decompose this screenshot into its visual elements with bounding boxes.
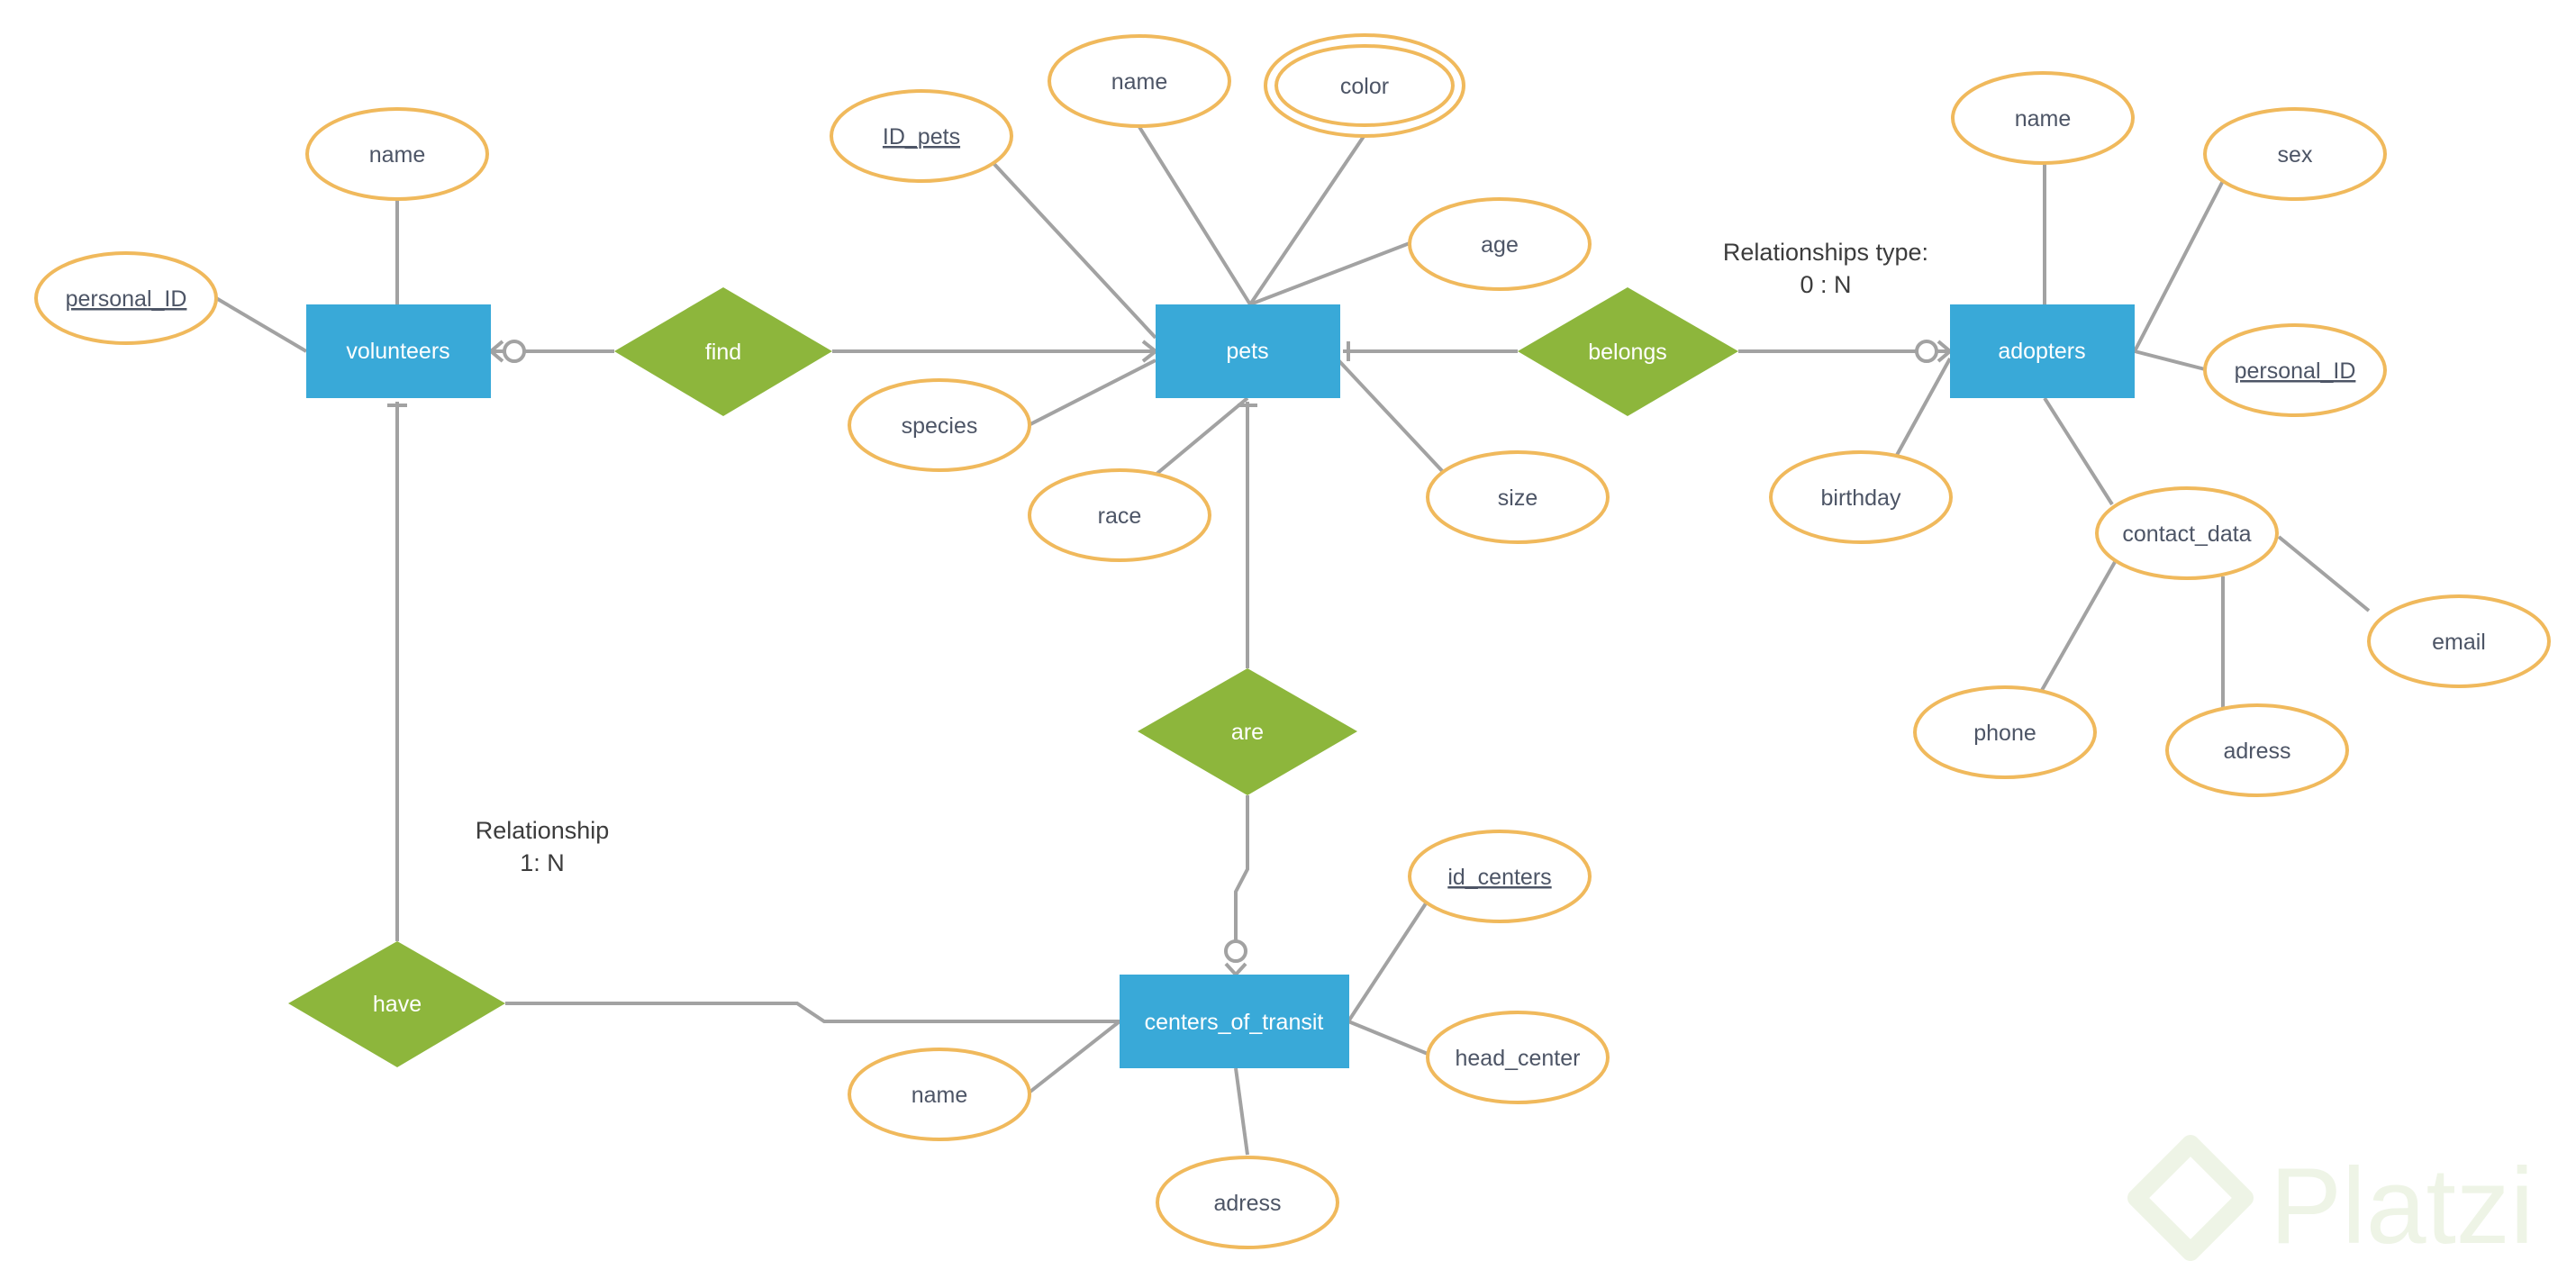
notes: Relationships type: 0 : N Relationship 1… <box>476 239 1928 876</box>
attribute-adopters-phone[interactable]: phone <box>1913 685 2097 779</box>
attribute-volunteers-personal-id[interactable]: personal_ID <box>34 251 218 345</box>
entity-volunteers[interactable]: volunteers <box>306 304 491 398</box>
watermark-text: Platzi <box>2270 1146 2534 1266</box>
note-relationship-title: Relationship <box>476 817 610 844</box>
attribute-volunteers-name-label: name <box>369 142 426 168</box>
attribute-adopters-birthday[interactable]: birthday <box>1769 450 1953 544</box>
attribute-adopters-adress-label: adress <box>2223 739 2290 764</box>
entity-volunteers-label: volunteers <box>346 339 449 364</box>
attribute-pets-id-label: ID_pets <box>883 124 960 150</box>
attribute-adopters-contact-data-label: contact_data <box>2122 522 2251 547</box>
attribute-adopters-birthday-label: birthday <box>1821 485 1901 511</box>
attribute-adopters-personal-id-label: personal_ID <box>2235 358 2356 384</box>
attribute-volunteers-name[interactable]: name <box>305 107 489 201</box>
attribute-volunteers-personal-id-label: personal_ID <box>66 286 187 312</box>
note-relationships-type-value: 0 : N <box>1800 271 1851 298</box>
attribute-adopters-name-label: name <box>2015 106 2072 132</box>
relationship-have[interactable]: have <box>288 941 505 1067</box>
relationship-belongs[interactable]: belongs <box>1518 287 1738 416</box>
entity-adopters[interactable]: adopters <box>1950 304 2135 398</box>
attribute-adopters-email[interactable]: email <box>2367 594 2551 688</box>
attribute-pets-species-label: species <box>902 413 978 439</box>
attribute-centers-name-label: name <box>912 1083 968 1108</box>
attribute-centers-head[interactable]: head_center <box>1426 1011 1610 1104</box>
attribute-pets-id[interactable]: ID_pets <box>830 89 1013 183</box>
attributes: name personal_ID ID_pets name color age … <box>34 33 2551 1249</box>
attribute-pets-age[interactable]: age <box>1408 197 1592 291</box>
attribute-pets-size-label: size <box>1498 485 1537 511</box>
attribute-adopters-email-label: email <box>2432 630 2486 655</box>
attribute-adopters-name[interactable]: name <box>1951 71 2135 165</box>
attribute-adopters-sex-label: sex <box>2278 142 2313 168</box>
attribute-centers-adress[interactable]: adress <box>1156 1156 1339 1249</box>
attribute-adopters-adress[interactable]: adress <box>2165 703 2349 797</box>
crowfoot-zero-many-centers-are <box>1224 939 1247 976</box>
attribute-adopters-phone-label: phone <box>1973 721 2036 746</box>
attribute-adopters-sex[interactable]: sex <box>2203 107 2387 201</box>
cardinality-markers <box>387 340 1952 976</box>
attribute-pets-size[interactable]: size <box>1426 450 1610 544</box>
attribute-pets-race-label: race <box>1098 503 1142 529</box>
connectors <box>214 125 2371 1156</box>
entity-pets[interactable]: pets <box>1156 304 1340 398</box>
platzi-logo-icon <box>2127 1135 2254 1261</box>
attribute-pets-color-label: color <box>1340 74 1389 99</box>
relationship-are-label: are <box>1231 720 1264 745</box>
relationship-find[interactable]: find <box>614 287 832 416</box>
platzi-watermark: Platzi <box>2127 1135 2534 1266</box>
entities: volunteers pets adopters centers_of_tran… <box>306 304 2135 1068</box>
entity-pets-label: pets <box>1226 339 1268 364</box>
relationship-find-label: find <box>705 340 741 365</box>
attribute-adopters-contact-data[interactable]: contact_data <box>2095 486 2279 580</box>
attribute-pets-species[interactable]: species <box>848 378 1031 472</box>
attribute-pets-name-label: name <box>1111 69 1168 95</box>
note-relationships-type-title: Relationships type: <box>1723 239 1928 266</box>
entity-adopters-label: adopters <box>1998 339 2085 364</box>
crowfoot-zero-many-volunteers-find <box>489 340 526 363</box>
attribute-centers-head-label: head_center <box>1455 1046 1580 1071</box>
attribute-adopters-personal-id[interactable]: personal_ID <box>2203 323 2387 417</box>
entity-centers-of-transit[interactable]: centers_of_transit <box>1120 975 1349 1068</box>
note-relationship-value: 1: N <box>520 849 565 876</box>
crowfoot-zero-many-adopters <box>1915 340 1952 363</box>
crowfoot-many-pets-find <box>1141 340 1157 363</box>
attribute-pets-name[interactable]: name <box>1048 34 1231 128</box>
attribute-centers-id-label: id_centers <box>1447 865 1551 890</box>
relationship-belongs-label: belongs <box>1588 340 1667 365</box>
attribute-pets-age-label: age <box>1481 232 1519 258</box>
relationships: find belongs are have <box>288 287 1738 1067</box>
attribute-pets-color[interactable]: color <box>1264 33 1465 138</box>
attribute-centers-adress-label: adress <box>1213 1191 1281 1216</box>
attribute-centers-name[interactable]: name <box>848 1048 1031 1141</box>
entity-centers-label: centers_of_transit <box>1145 1010 1324 1035</box>
relationship-have-label: have <box>373 992 422 1017</box>
relationship-are[interactable]: are <box>1138 668 1357 795</box>
attribute-pets-race[interactable]: race <box>1028 468 1211 562</box>
attribute-centers-id[interactable]: id_centers <box>1408 830 1592 923</box>
